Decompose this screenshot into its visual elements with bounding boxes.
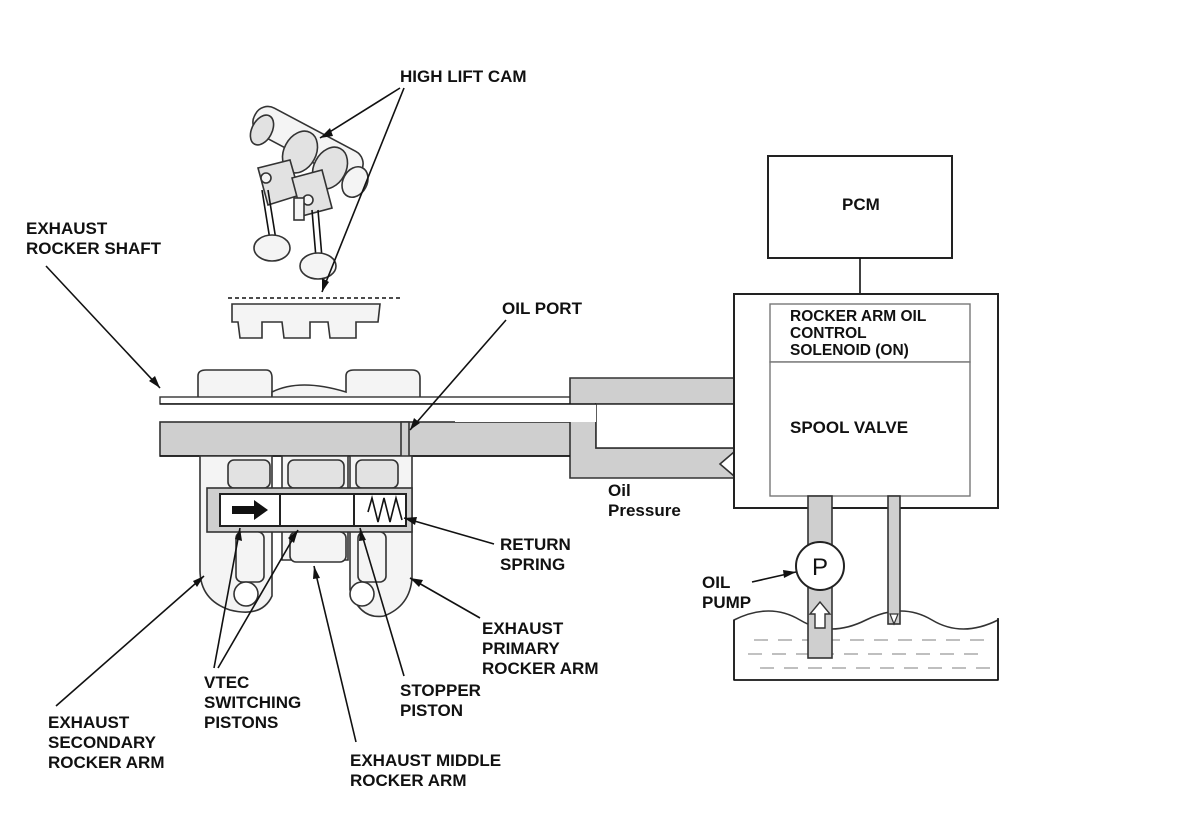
label-exhaust-primary-rocker-arm: EXHAUST PRIMARY ROCKER ARM xyxy=(482,619,598,678)
label-return-spring: RETURN SPRING xyxy=(500,535,576,574)
label-oil-pump: OIL PUMP xyxy=(702,573,751,612)
oil-pump-icon xyxy=(795,541,845,591)
camshaft-valve-illustration xyxy=(228,105,400,339)
label-solenoid: ROCKER ARM OIL CONTROL SOLENOID (ON) xyxy=(790,308,930,359)
leader-lines xyxy=(45,87,797,743)
pcm-box xyxy=(767,155,953,259)
control-unit xyxy=(733,155,999,509)
spool-valve-box xyxy=(769,361,971,497)
label-oil-port: OIL PORT xyxy=(502,299,583,318)
label-vtec-switching-pistons: VTEC SWITCHING PISTONS xyxy=(204,673,306,732)
label-stopper-piston: STOPPER PISTON xyxy=(400,681,486,720)
pump-symbol: P xyxy=(812,554,828,581)
label-exhaust-rocker-shaft: EXHAUST ROCKER SHAFT xyxy=(26,219,162,258)
label-oil-pressure: Oil Pressure xyxy=(608,481,681,520)
oil-pump-system xyxy=(733,495,999,681)
rocker-arms-pistons xyxy=(199,455,413,618)
solenoid-box xyxy=(769,303,971,363)
label-spool-valve: SPOOL VALVE xyxy=(790,418,908,437)
text-labels: HIGH LIFT CAM EXHAUST ROCKER SHAFT OIL P… xyxy=(26,67,930,790)
label-exhaust-secondary-rocker-arm: EXHAUST SECONDARY ROCKER ARM xyxy=(48,713,164,772)
label-exhaust-middle-rocker-arm: EXHAUST MIDDLE ROCKER ARM xyxy=(350,751,506,790)
label-high-lift-cam: HIGH LIFT CAM xyxy=(400,67,527,86)
label-pcm: PCM xyxy=(842,195,880,214)
